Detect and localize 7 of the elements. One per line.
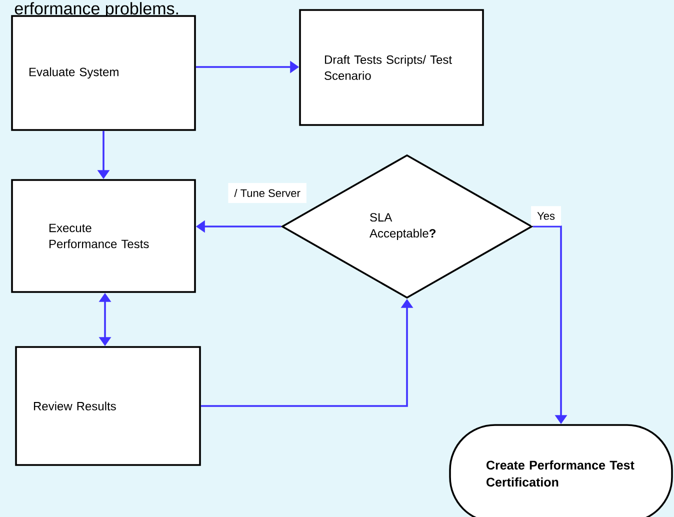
process-box: Review Results [15, 346, 201, 466]
process-box: Draft Tests Scripts/ Test Scenario [299, 9, 484, 126]
process-box: Evaluate System [11, 15, 196, 131]
edge-label: / Tune Server [228, 182, 306, 204]
heading-text: erformance problems. [14, 2, 178, 18]
process-box: Execute Performance Tests [11, 179, 196, 293]
edge-label: Yes [531, 206, 561, 226]
